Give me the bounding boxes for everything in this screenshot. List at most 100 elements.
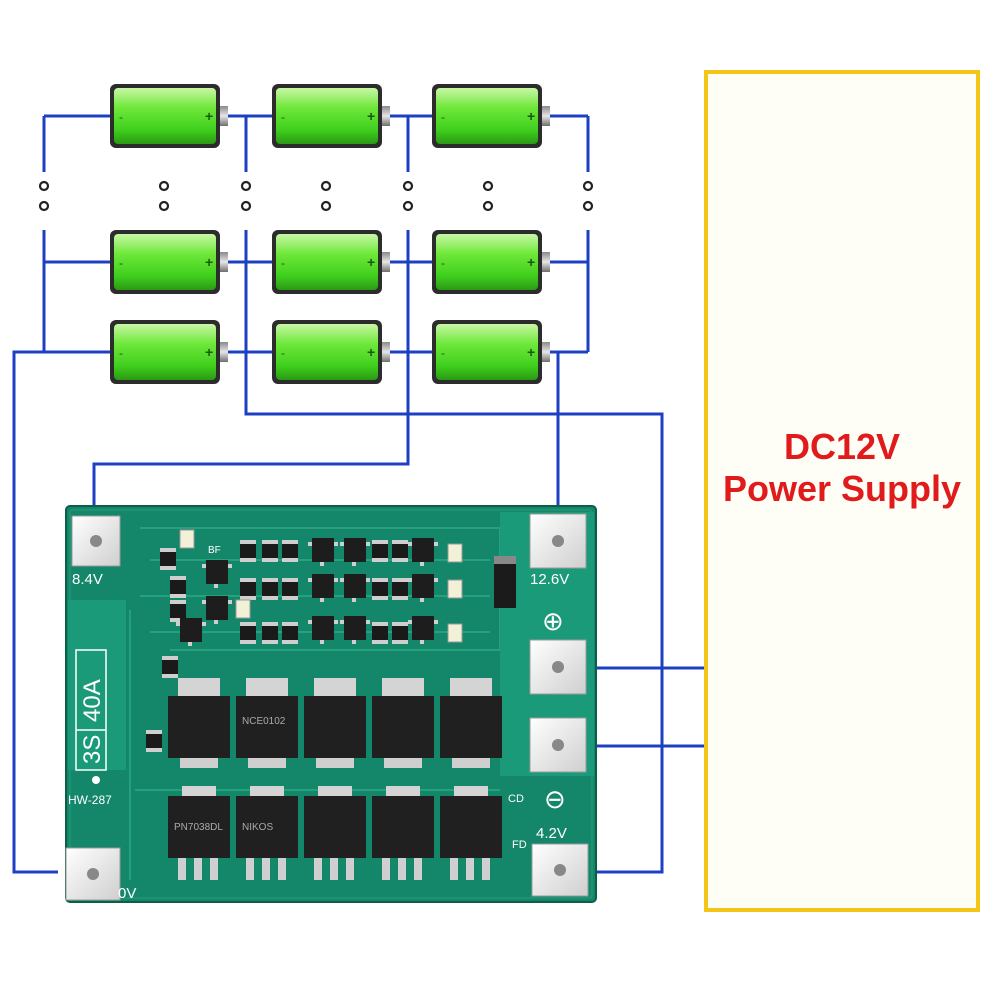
rating-label: 3S 40A xyxy=(75,649,107,771)
mosfet xyxy=(304,678,366,768)
battery-plus-mark: + xyxy=(205,108,213,124)
rating-current: 40A xyxy=(79,679,106,722)
battery-cell: -+ xyxy=(110,230,228,294)
battery-plus-mark: + xyxy=(527,254,535,270)
small-ic xyxy=(180,618,202,642)
resistor xyxy=(372,540,388,562)
power-supply-label: DC12V Power Supply xyxy=(708,426,976,510)
battery-cell: -+ xyxy=(432,320,550,384)
resistor xyxy=(170,576,186,598)
resistor xyxy=(162,656,178,678)
small-ic xyxy=(206,560,228,584)
battery-terminal xyxy=(382,106,390,126)
mosfet xyxy=(440,786,502,880)
battery-plus-mark: + xyxy=(367,254,375,270)
mosfet: NCE0102 xyxy=(236,678,298,768)
small-ic xyxy=(312,538,334,562)
mosfet xyxy=(372,786,434,880)
rating-cells: 3S xyxy=(79,735,106,764)
battery-minus-mark: - xyxy=(119,110,123,124)
battery-minus-mark: - xyxy=(441,346,445,360)
resistor xyxy=(160,548,176,570)
mosfet: PN7038DL xyxy=(168,786,230,880)
break-dot xyxy=(582,200,594,212)
battery-minus-mark: - xyxy=(281,346,285,360)
wires xyxy=(12,114,706,874)
resistor xyxy=(170,600,186,622)
battery-cell: -+ xyxy=(110,320,228,384)
battery-cells: -+-+-+-+-+-+-+-+-+ xyxy=(110,84,550,384)
wire-b-minus xyxy=(12,350,58,874)
resistor xyxy=(262,622,278,644)
label-cd: CD xyxy=(508,793,524,805)
battery-minus-mark: - xyxy=(119,346,123,360)
wire-12v6-sense xyxy=(244,352,664,874)
label-12v6: 12.6V xyxy=(530,571,569,588)
break-dot xyxy=(402,200,414,212)
battery-terminal xyxy=(220,106,228,126)
battery-plus-mark: + xyxy=(527,344,535,360)
mosfet-marking: NCE0102 xyxy=(242,716,286,727)
small-ic xyxy=(412,574,434,598)
battery-terminal xyxy=(542,342,550,362)
mosfet xyxy=(372,678,434,768)
battery-plus-mark: + xyxy=(205,344,213,360)
small-ic xyxy=(344,538,366,562)
battery-plus-mark: + xyxy=(527,108,535,124)
resistor xyxy=(392,578,408,600)
mosfet xyxy=(440,678,502,768)
break-dot xyxy=(320,200,332,212)
label-0v: 0V xyxy=(118,885,136,902)
label-fd: FD xyxy=(512,839,527,851)
mosfet-marking: NIKOS xyxy=(242,822,273,833)
mosfet-marking: PN7038DL xyxy=(174,822,223,833)
break-dot xyxy=(482,180,494,192)
battery-minus-mark: - xyxy=(281,256,285,270)
break-dot xyxy=(582,180,594,192)
mosfet xyxy=(168,678,230,768)
battery-terminal xyxy=(220,342,228,362)
battery-plus-mark: + xyxy=(367,108,375,124)
resistor xyxy=(240,540,256,562)
break-dot xyxy=(240,180,252,192)
battery-cell: -+ xyxy=(110,84,228,148)
break-dot xyxy=(38,180,50,192)
plus-symbol: ⊕ xyxy=(542,606,564,636)
resistor xyxy=(282,578,298,600)
battery-terminal xyxy=(542,106,550,126)
break-dot xyxy=(482,200,494,212)
resistor xyxy=(240,622,256,644)
led xyxy=(447,623,463,643)
battery-cell: -+ xyxy=(272,320,390,384)
resistor xyxy=(392,622,408,644)
battery-minus-mark: - xyxy=(441,110,445,124)
power-supply-box: DC12V Power Supply xyxy=(704,70,980,912)
led xyxy=(235,599,251,619)
resistor xyxy=(392,540,408,562)
battery-plus-mark: + xyxy=(205,254,213,270)
resistor xyxy=(262,540,278,562)
battery-minus-mark: - xyxy=(119,256,123,270)
label-4v2: 4.2V xyxy=(536,825,567,842)
mosfet xyxy=(304,786,366,880)
resistor xyxy=(372,578,388,600)
led xyxy=(447,579,463,599)
mosfet: NIKOS xyxy=(236,786,298,880)
resistor xyxy=(372,622,388,644)
led xyxy=(179,529,195,549)
battery-cell: -+ xyxy=(272,230,390,294)
label-model: HW-287 xyxy=(68,793,112,807)
solder-pads xyxy=(65,513,589,901)
smd-components xyxy=(146,529,463,752)
battery-cell: -+ xyxy=(432,84,550,148)
diode xyxy=(494,556,516,608)
battery-cell: -+ xyxy=(432,230,550,294)
small-ic xyxy=(312,574,334,598)
battery-terminal xyxy=(382,342,390,362)
power-supply-name: Power Supply xyxy=(722,468,962,509)
battery-minus-mark: - xyxy=(281,110,285,124)
battery-terminal xyxy=(542,252,550,272)
